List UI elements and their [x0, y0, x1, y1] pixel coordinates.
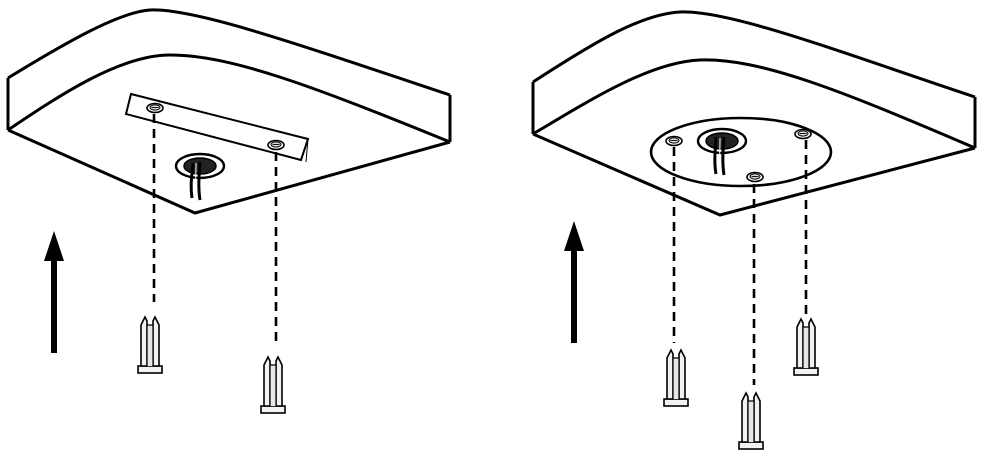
- cable-grommet: [696, 127, 748, 176]
- device-body-top: [532, 10, 976, 99]
- mounting-ring: [649, 116, 833, 188]
- wall-anchor-icon: [137, 316, 163, 374]
- up-arrow-icon: [564, 221, 584, 343]
- device-inner-edge: [7, 53, 451, 144]
- device-body-front: [531, 82, 977, 148]
- wall-anchor-icon: [260, 356, 286, 414]
- device-body-top: [7, 8, 451, 97]
- device-body-front: [6, 78, 452, 142]
- up-arrow-icon: [44, 231, 64, 353]
- screw-icon: [267, 139, 285, 151]
- screw-icon: [665, 135, 683, 147]
- mounting-strip: [124, 92, 310, 163]
- panel-ring-bracket: [531, 10, 977, 450]
- device-inner-edge: [532, 58, 976, 150]
- screw-icon: [746, 171, 764, 183]
- device-bottom-face: [532, 132, 976, 217]
- panel-strip-bracket: [6, 8, 452, 414]
- cable-grommet: [174, 152, 226, 201]
- wall-anchor-icon: [793, 318, 819, 376]
- wall-anchor-icon: [738, 392, 764, 450]
- screw-icon: [146, 102, 164, 114]
- screw-icon: [794, 128, 812, 140]
- wall-anchor-icon: [663, 349, 689, 407]
- device-bottom-face: [7, 128, 451, 215]
